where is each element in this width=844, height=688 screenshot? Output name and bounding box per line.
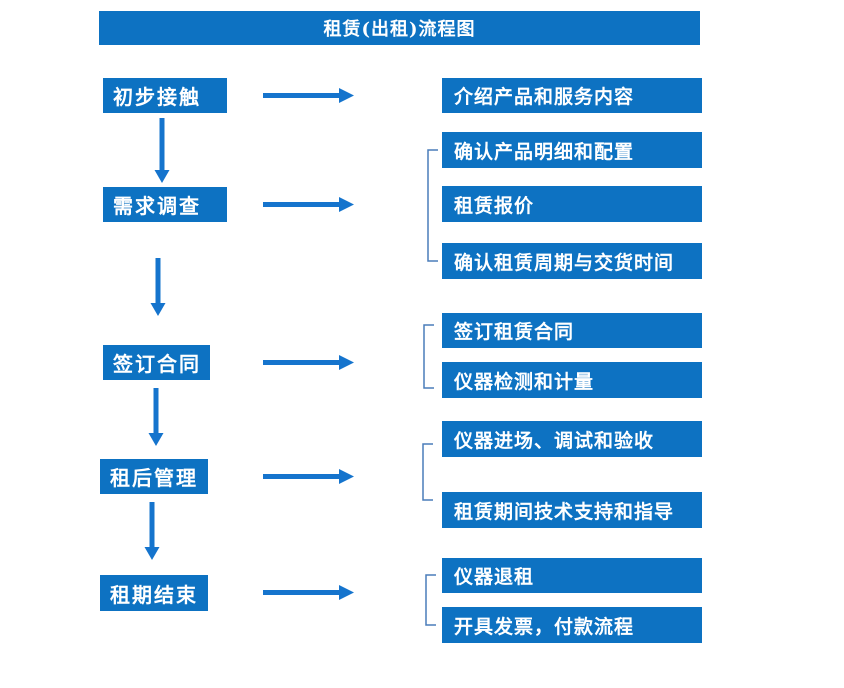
stage-demand-survey: 需求调查 <box>103 187 227 222</box>
stage-initial-contact: 初步接触 <box>103 78 227 113</box>
arrow-stage5-to-details <box>263 585 354 600</box>
stage-post-rental-mgmt: 租后管理 <box>100 459 208 494</box>
detail-instrument-check: 仪器检测和计量 <box>442 362 702 398</box>
bracket-demand-survey-group <box>427 149 438 262</box>
arrow-stage1-to-stage2 <box>154 118 170 183</box>
stage-sign-contract: 签订合同 <box>103 345 210 380</box>
detail-confirm-period: 确认租赁周期与交货时间 <box>442 243 702 279</box>
detail-instrument-entry: 仪器进场、调试和验收 <box>442 421 702 457</box>
stage-rental-end: 租期结束 <box>100 575 208 611</box>
arrow-stage3-to-details <box>263 355 354 370</box>
arrow-stage4-to-stage5 <box>144 502 160 560</box>
arrow-stage4-to-details <box>263 469 354 484</box>
detail-instrument-return: 仪器退租 <box>442 558 702 593</box>
page-title: 租赁(出租)流程图 <box>99 11 700 45</box>
detail-tech-support: 租赁期间技术支持和指导 <box>442 492 702 528</box>
detail-rental-quote: 租赁报价 <box>442 186 702 222</box>
detail-invoice-payment: 开具发票，付款流程 <box>442 607 702 643</box>
arrow-stage2-to-stage3 <box>150 258 166 316</box>
detail-intro-products: 介绍产品和服务内容 <box>442 78 702 113</box>
arrow-stage1-to-details <box>263 88 354 103</box>
bracket-post-rental-group <box>422 443 433 501</box>
detail-sign-rental-contract: 签订租赁合同 <box>442 313 702 348</box>
arrow-stage3-to-stage4 <box>148 388 164 446</box>
arrow-stage2-to-details <box>263 197 354 212</box>
bracket-sign-contract-group <box>423 324 434 389</box>
bracket-rental-end-group <box>425 574 436 626</box>
detail-confirm-config: 确认产品明细和配置 <box>442 132 702 168</box>
